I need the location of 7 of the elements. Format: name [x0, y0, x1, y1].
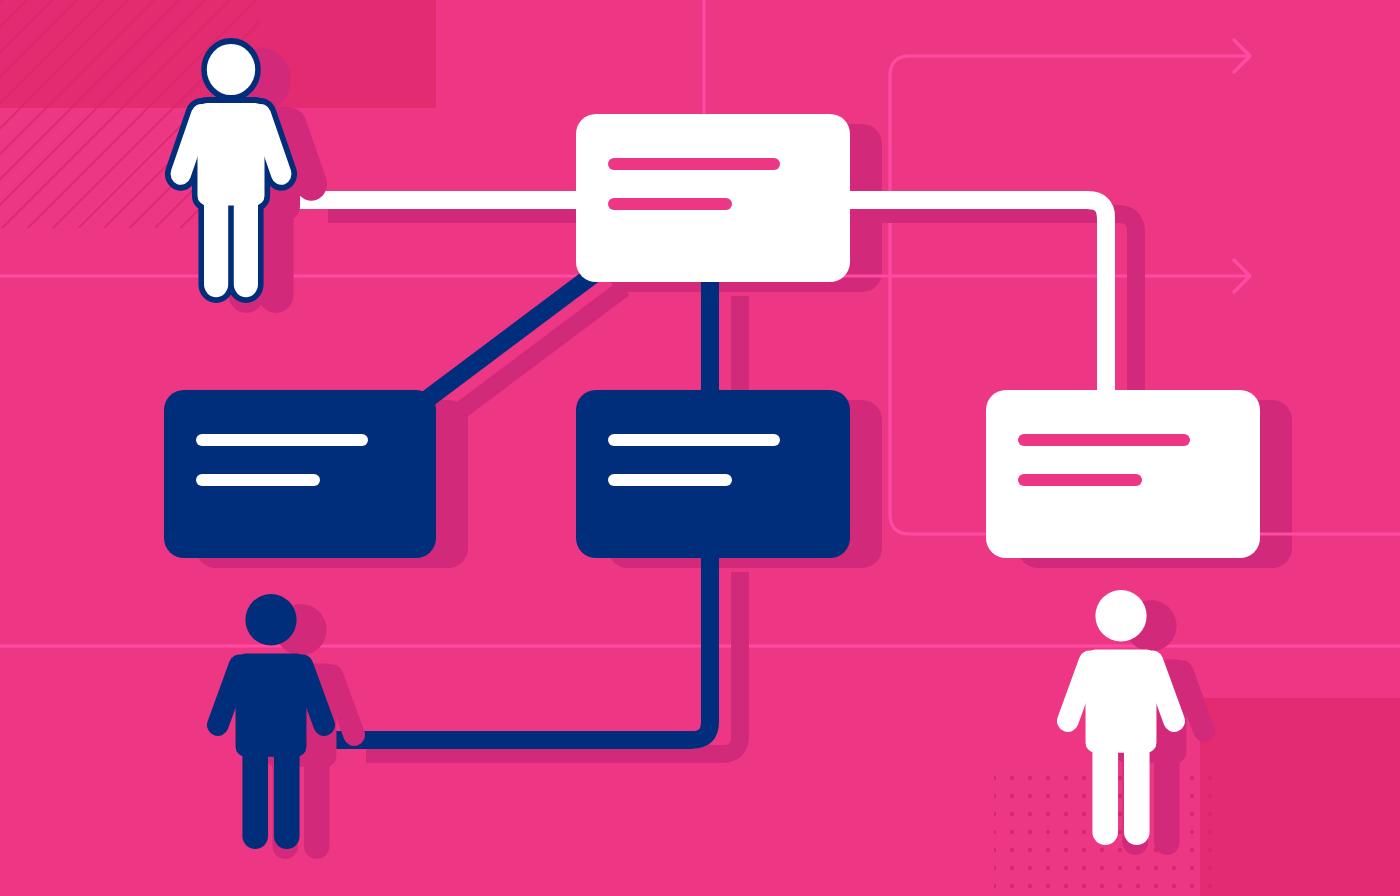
connector-line: [850, 191, 1115, 390]
connector-line: [298, 191, 576, 209]
connector-line: [701, 282, 719, 390]
person-icon: [1056, 588, 1186, 848]
person-icon: [164, 36, 298, 306]
person-icon: [206, 592, 336, 852]
connector-line: [336, 558, 719, 749]
